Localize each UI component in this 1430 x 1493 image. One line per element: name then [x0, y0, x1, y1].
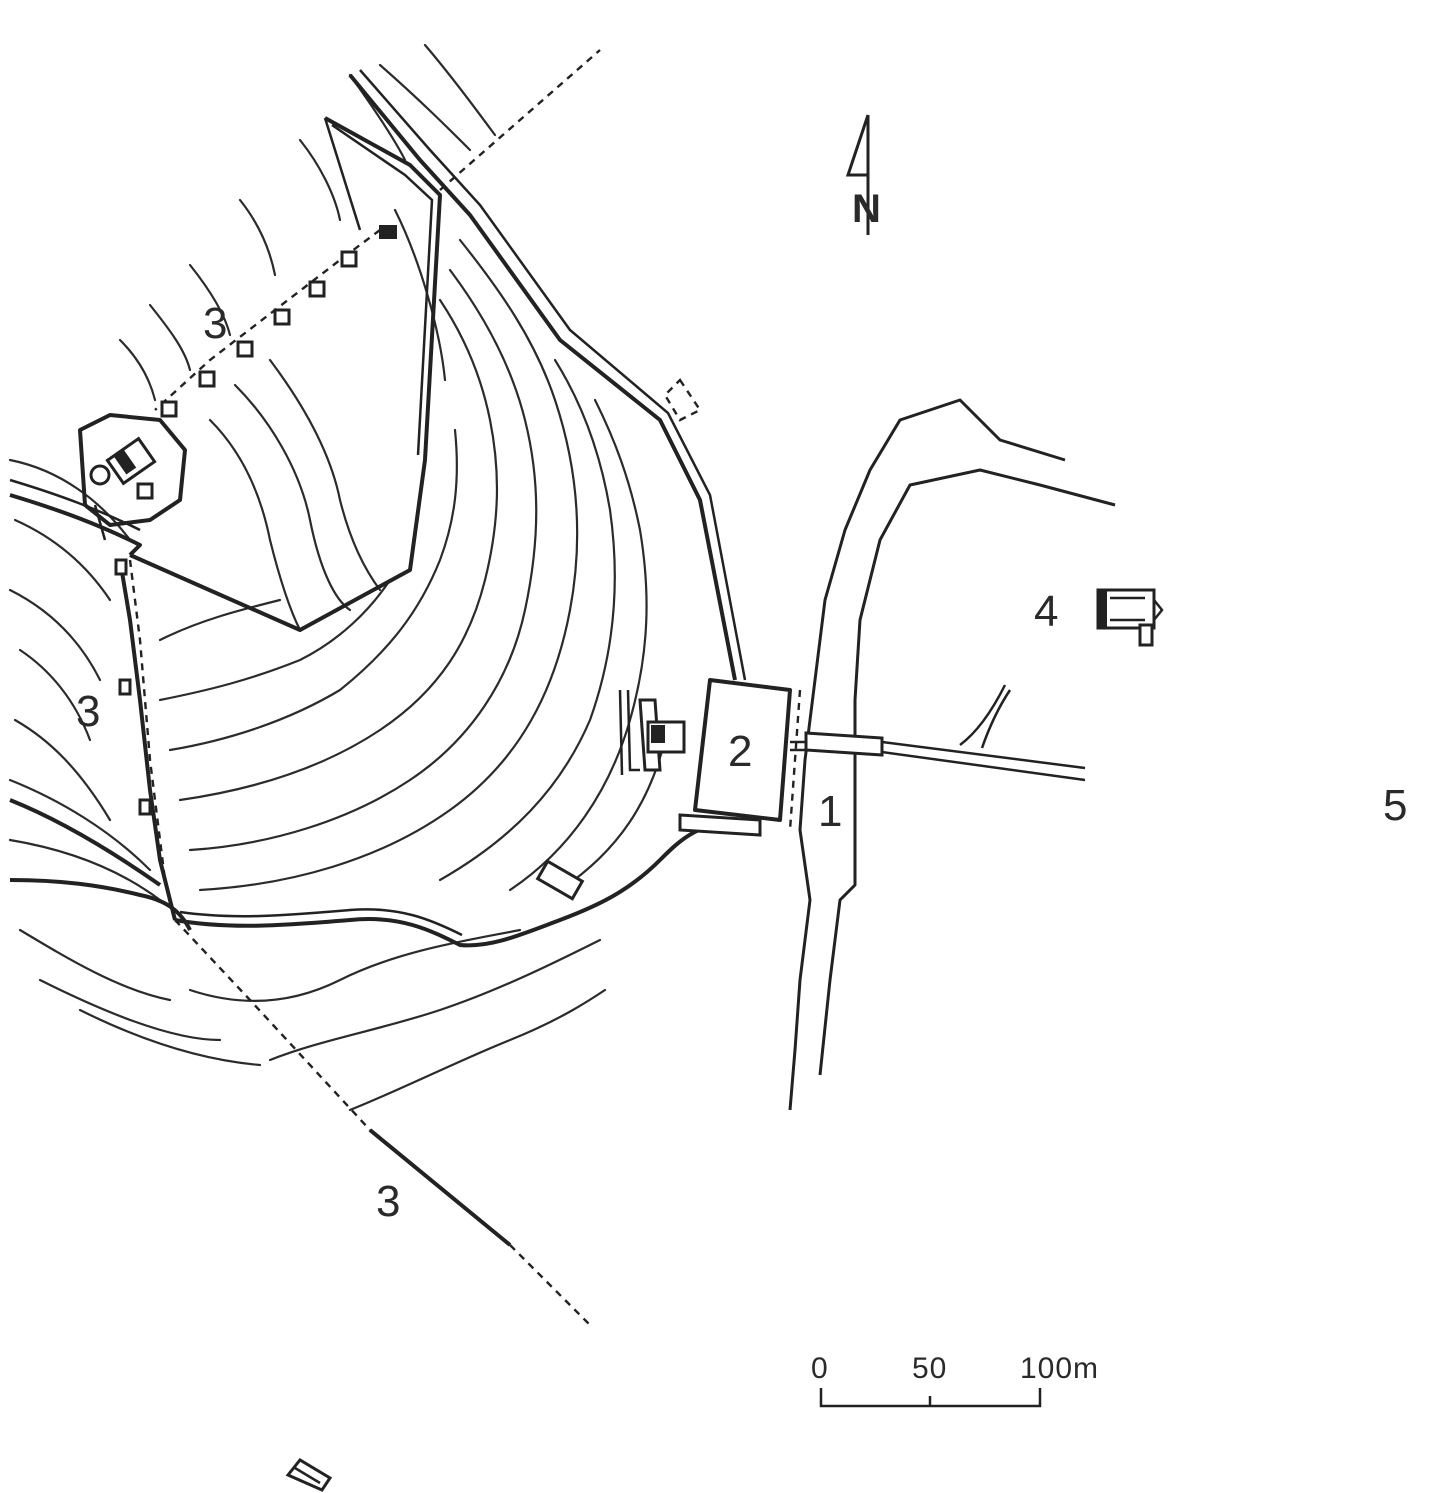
- citadel: [78, 413, 187, 541]
- north-arrow: N: [845, 114, 881, 235]
- scale-bar: 0 50 100m: [811, 1352, 1099, 1408]
- contour-lines: [8, 43, 667, 1112]
- scale-tick-100: 100m: [1020, 1352, 1099, 1385]
- north-letter: N: [852, 187, 881, 231]
- label-3-north: 3: [203, 299, 227, 348]
- label-3-west: 3: [76, 687, 100, 736]
- small-structure-south: [285, 1458, 333, 1492]
- site-labels: 1 2 3 3 3 4 5: [76, 299, 1407, 1226]
- bridge-road: [790, 684, 1086, 782]
- dashed-wall-lines: [128, 49, 802, 1326]
- label-2: 2: [728, 727, 752, 776]
- north-arrow-icon: [845, 114, 870, 235]
- gate-complex: [535, 678, 792, 901]
- label-3-south: 3: [376, 1177, 400, 1226]
- wall-towers: [114, 225, 397, 816]
- fortification-walls: [9, 69, 751, 1247]
- scale-tick-50: 50: [912, 1352, 947, 1385]
- label-5: 5: [1383, 781, 1407, 830]
- scale-tick-0: 0: [811, 1352, 829, 1385]
- building-4: [1096, 588, 1164, 647]
- river: [788, 398, 1116, 1111]
- label-1: 1: [818, 787, 842, 836]
- label-4: 4: [1034, 587, 1058, 636]
